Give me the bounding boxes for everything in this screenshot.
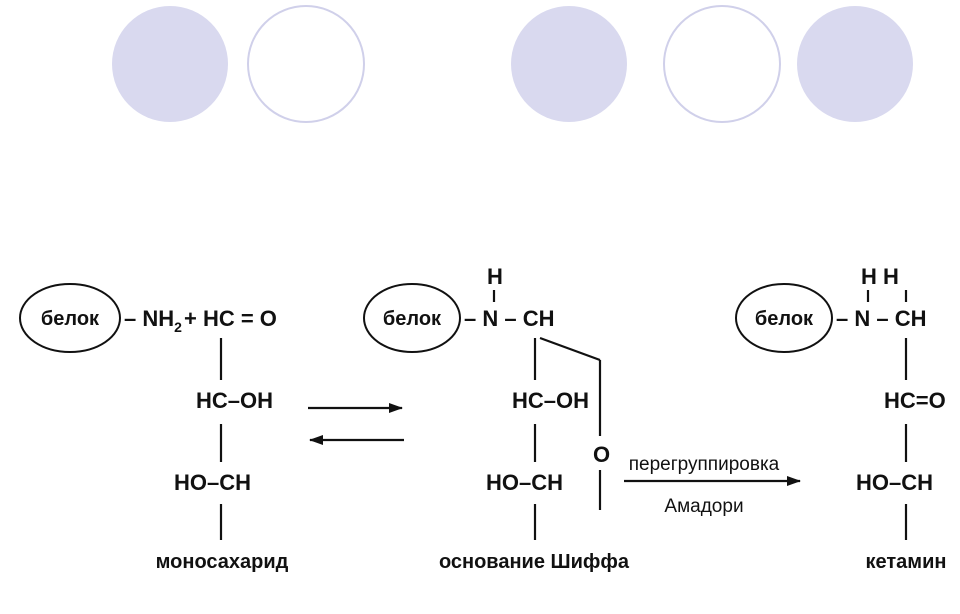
decor-circle-filled xyxy=(797,6,913,122)
ho-ch-row: HO–CH xyxy=(174,470,251,495)
hydrogen-labels: H H xyxy=(861,264,899,289)
decor-circle-outline xyxy=(247,5,365,123)
ring-oxygen: O xyxy=(593,442,610,467)
protein-label: белок xyxy=(41,308,100,330)
n-ch-row: – N – CH xyxy=(464,306,554,331)
decor-circle-filled xyxy=(112,6,228,122)
schiff-base-name: основание Шиффа xyxy=(439,551,630,573)
decor-circle-filled xyxy=(511,6,627,122)
rearrangement-label: перегруппировка xyxy=(629,454,780,475)
protein-oval xyxy=(19,283,121,353)
n-ch-row: – N – CH xyxy=(836,306,926,331)
protein-oval xyxy=(363,283,461,353)
protein-label: белок xyxy=(755,308,814,330)
equilibrium-arrows xyxy=(308,403,404,445)
ketamine-structure: белок H H – N – CH HC=O HO–CH кетамин xyxy=(735,264,947,573)
decorative-circles xyxy=(112,5,913,123)
ho-ch-row: HO–CH xyxy=(486,470,563,495)
protein-label: белок xyxy=(383,308,442,330)
monosaccharide-name: моносахарид xyxy=(156,551,289,573)
amadori-label: Амадори xyxy=(664,496,743,517)
aldehyde-group: + HC = O xyxy=(184,306,277,331)
hc-oh-row: HC–OH xyxy=(196,388,273,413)
decor-circle-outline xyxy=(663,5,781,123)
protein-oval xyxy=(735,283,833,353)
amine-group: – NH2 xyxy=(124,306,182,335)
amadori-arrow-group: перегруппировка Амадори xyxy=(624,454,801,517)
hc-oh-row: HC–OH xyxy=(512,388,589,413)
ketamine-name: кетамин xyxy=(866,551,947,573)
monosaccharide-structure: белок – NH2 + HC = O HC–OH HO–CH моносах… xyxy=(19,283,289,573)
hydrogen-label: H xyxy=(487,264,503,289)
carbonyl-row: HC=O xyxy=(884,388,946,413)
schiff-base-structure: белок H – N – CH O HC–OH HO–CH основание… xyxy=(363,264,630,573)
ho-ch-row: HO–CH xyxy=(856,470,933,495)
